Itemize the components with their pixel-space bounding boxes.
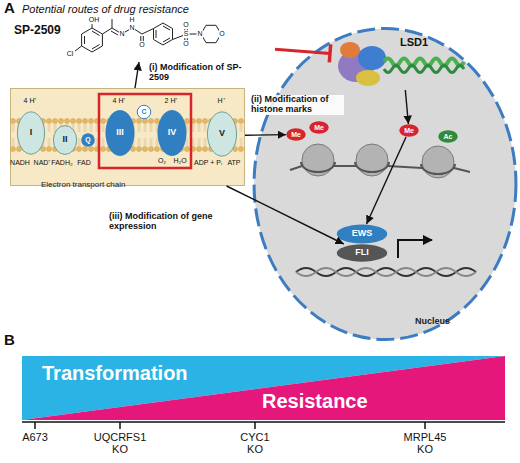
node-text: III	[116, 128, 124, 138]
node-text: II	[62, 135, 67, 145]
complex-node: V	[207, 111, 237, 157]
carrier-node: Q	[81, 133, 95, 147]
node-text: Me	[314, 124, 324, 132]
axis-tick-label: MRPL45 KO	[400, 431, 450, 455]
node-text: Me	[404, 127, 414, 135]
nucleosomes	[290, 144, 470, 178]
atom-label: O	[139, 41, 145, 49]
connector-group	[227, 186, 344, 244]
compound-node: SP-2509	[10, 16, 275, 62]
node-text: V	[219, 129, 225, 139]
complex-node: IV	[157, 109, 187, 157]
arrow-connector	[245, 134, 286, 136]
transcription-arrow	[398, 240, 432, 258]
connector-group	[405, 90, 408, 124]
node-text: Transformation	[42, 362, 188, 384]
connector-group	[135, 62, 139, 88]
node-text: I	[30, 128, 33, 138]
arrow-connector	[135, 62, 139, 88]
metabolite-label: ADP + Pᵢ	[193, 159, 222, 167]
node-text: SP-2509	[14, 24, 61, 37]
node-text: Me	[291, 131, 301, 139]
node-text: FLI	[355, 248, 369, 258]
methyl-mark: Me	[286, 128, 306, 141]
complex-node: II	[53, 125, 77, 155]
lsd1-protein	[338, 42, 464, 86]
fusion-protein-part: EWS	[336, 224, 388, 244]
axis-tick-label: UQCRFS1 KO	[91, 431, 149, 455]
atom-label: N	[129, 24, 135, 32]
proton-label: 4 H⁺	[23, 97, 37, 105]
node-text: C	[141, 108, 146, 116]
metabolite-label: O₂	[157, 157, 166, 165]
panel-letter: B	[4, 332, 15, 349]
node-text: EWS	[352, 229, 373, 239]
complex-node: III	[105, 109, 135, 157]
axis-tick-label: A673	[10, 431, 60, 443]
proton-label: 4 H⁺	[112, 97, 126, 105]
node-text: Ac	[444, 133, 453, 141]
fusion-protein-part: FLI	[336, 244, 388, 262]
node-text: Q	[85, 136, 90, 144]
atom-label: S	[183, 30, 189, 38]
arrow-connector	[405, 90, 408, 124]
atom-label: O	[219, 30, 225, 38]
atom-label: OH	[88, 16, 100, 24]
metabolite-label: FAD	[77, 159, 92, 167]
axis	[22, 422, 505, 429]
carrier-node: C	[137, 105, 151, 119]
metabolite-label: H₂O	[173, 157, 187, 165]
route-label: (iii) Modification of gene expression	[108, 212, 222, 232]
node-text: IV	[168, 128, 177, 138]
atom-label: O	[183, 40, 189, 48]
metabolite-label: ATP	[227, 159, 241, 167]
route-label: (ii) Modification of histone marks	[250, 95, 344, 115]
sp2509-structure	[75, 19, 221, 52]
node-text: Resistance	[262, 390, 368, 412]
node-text: LSD1	[400, 36, 428, 48]
complex-node: I	[17, 111, 45, 155]
atom-label: N	[119, 30, 125, 38]
axis-tick-label: CYC1 KO	[235, 431, 275, 455]
route-label: (i) Modification of SP-2509	[148, 63, 245, 83]
mitochondrial-membrane	[10, 88, 245, 186]
dna	[296, 268, 476, 276]
node-text: Nucleus	[415, 317, 450, 327]
acetyl-mark: Ac	[438, 130, 458, 143]
proton-label: 2 H⁺	[164, 97, 178, 105]
metabolite-label: NADH	[10, 159, 31, 167]
node-text: Electron transport chain	[41, 181, 126, 190]
connector-group	[367, 137, 407, 224]
methyl-mark: Me	[309, 121, 329, 134]
connector-group	[275, 44, 331, 62]
atom-label: O	[183, 21, 189, 29]
metabolite-label: FADH₂	[51, 159, 73, 167]
arrow-connector	[367, 137, 407, 224]
atom-label: Cl	[66, 50, 74, 58]
proton-label: H⁺	[217, 97, 225, 105]
atom-label: H	[129, 16, 135, 24]
metabolite-label: NAD⁺	[33, 159, 51, 167]
figure-title: Potential routes of drug resistance	[22, 3, 189, 15]
inhibition-bar	[329, 44, 330, 62]
panel-letter: A	[4, 0, 15, 17]
etc-panel: Electron transport chainIIIQIIICIVV	[10, 88, 245, 186]
arrow-connector	[227, 186, 344, 244]
atom-label: N	[197, 30, 203, 38]
inhibition-line	[275, 49, 330, 53]
connector-group	[245, 134, 286, 136]
methyl-mark: Me	[399, 124, 419, 137]
